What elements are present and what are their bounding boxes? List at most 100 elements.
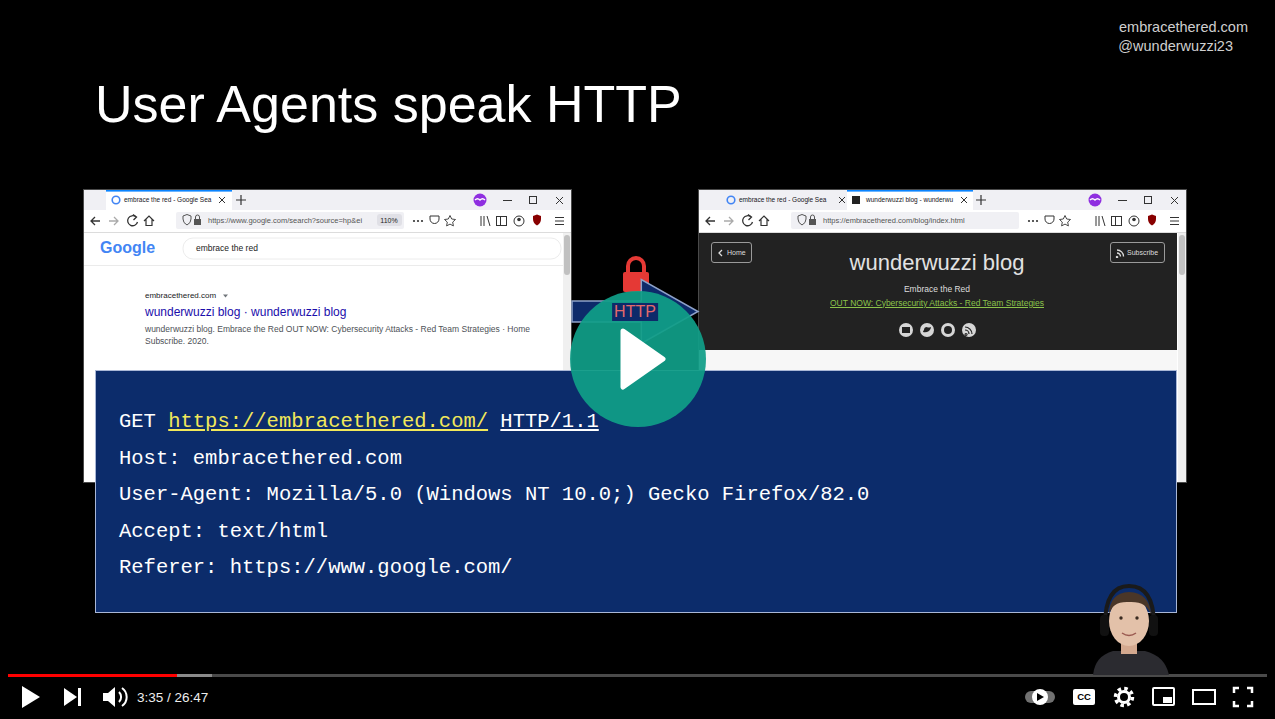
browser-chrome xyxy=(503,200,512,201)
left-browser-details xyxy=(236,195,246,205)
presenter-webcam xyxy=(1119,616,1122,619)
left-browser-details xyxy=(84,265,563,266)
search-query: embrace the red xyxy=(196,243,258,254)
google-logo: Google xyxy=(100,238,155,258)
browser-chrome xyxy=(194,219,201,225)
lock-icon xyxy=(628,258,644,273)
presenter-webcam xyxy=(1122,633,1136,636)
url-text: https://embracethered.com/blog/index.htm… xyxy=(823,216,965,225)
url-text: https://www.google.com/search?source=hp&… xyxy=(208,216,362,225)
browser-chrome xyxy=(176,212,404,229)
video-time: 3:35 / 26:47 xyxy=(137,689,208,706)
icon-shape xyxy=(719,250,722,256)
presenter-webcam xyxy=(1135,616,1138,619)
presenter-webcam xyxy=(1109,592,1151,615)
browser-chrome xyxy=(514,216,524,226)
presenter-webcam xyxy=(1081,576,1181,675)
icon-shape xyxy=(1116,250,1123,258)
right-browser-details xyxy=(847,190,973,192)
result-snippet: wunderwuzzi blog. Embrace the Red OUT NO… xyxy=(145,323,535,347)
http-header: Accept: text/html xyxy=(119,520,328,544)
left-browser-details xyxy=(112,196,120,204)
slide-title: User Agents speak HTTP xyxy=(95,72,682,137)
left-browser-details xyxy=(377,214,402,226)
left-browser-details xyxy=(106,191,232,210)
video-controls xyxy=(1073,689,1095,705)
video-controls xyxy=(1116,689,1133,706)
browser-chrome xyxy=(481,216,490,226)
right-browser-details xyxy=(902,327,910,333)
browser-chrome xyxy=(475,199,485,200)
browser-chrome xyxy=(556,197,563,204)
browser-chrome xyxy=(413,220,415,222)
right-browser-details xyxy=(727,196,735,204)
browser-chrome xyxy=(133,215,137,221)
browser-chrome xyxy=(196,215,200,219)
right-browser-details xyxy=(923,327,931,332)
blog-link: OUT NOW: Cybersecurity Attacks - Red Tea… xyxy=(830,298,1044,309)
right-browser-details xyxy=(899,323,913,337)
presenter-webcam xyxy=(1100,615,1109,636)
left-browser-details xyxy=(106,190,232,192)
watermark: embracethered.com xyxy=(1119,18,1248,36)
browser-chrome xyxy=(497,217,507,226)
presenter-webcam xyxy=(1093,651,1169,675)
left-browser-details xyxy=(183,238,561,259)
browser-chrome xyxy=(533,215,541,226)
right-browser-details xyxy=(962,323,976,337)
button-label: Subscribe xyxy=(1127,248,1158,257)
browser-chrome xyxy=(84,232,571,233)
http-header: Host: embracethered.com xyxy=(119,447,402,471)
browser-chrome xyxy=(517,218,521,222)
play-button xyxy=(623,331,663,387)
right-browser-details xyxy=(839,197,845,203)
button-label: Home xyxy=(727,248,746,257)
captions-icon-label: CC xyxy=(1077,691,1091,703)
http-url: https://embracethered.com/ xyxy=(168,410,488,434)
tab-title: wunderwuzzi blog - wunderwu xyxy=(866,196,953,204)
home-button: Home xyxy=(711,242,752,263)
browser-chrome xyxy=(530,197,537,204)
browser-chrome xyxy=(445,216,456,226)
browser-chrome xyxy=(474,194,487,207)
play-button xyxy=(570,291,706,427)
http-request-panel: GEThttps://embracethered.com/HTTP/1.1Hos… xyxy=(95,370,1177,613)
rss-icon xyxy=(1115,248,1125,258)
blog-title: wunderwuzzi blog xyxy=(850,249,1025,277)
video-progress-bar xyxy=(8,674,177,677)
presenter-webcam xyxy=(1105,586,1154,625)
browser-chrome xyxy=(144,216,154,226)
edge-label: HTTP xyxy=(612,303,658,321)
video-controls xyxy=(1234,688,1252,706)
presenter-webcam xyxy=(1149,615,1158,636)
browser-chrome xyxy=(417,220,419,222)
video-controls xyxy=(1153,688,1174,705)
video-controls xyxy=(1032,689,1048,705)
video-controls xyxy=(103,687,115,707)
browser-chrome xyxy=(430,216,439,224)
result-url: embracethered.com xyxy=(145,291,216,301)
result-title: wunderwuzzi blog · wunderwuzzi blog xyxy=(145,305,346,320)
left-browser-details xyxy=(223,295,228,298)
video-controls xyxy=(78,688,81,706)
right-browser-details xyxy=(852,196,860,204)
video-controls xyxy=(64,688,77,706)
browser-chrome xyxy=(109,217,118,225)
left-browser-details xyxy=(84,190,563,298)
video-progress-bar xyxy=(8,674,212,677)
http-header: Referer: https://www.google.com/ xyxy=(119,556,513,580)
video-controls xyxy=(119,688,127,706)
chevron-icon xyxy=(716,248,726,258)
right-browser-details xyxy=(976,195,986,205)
browser-chrome xyxy=(555,218,564,225)
http-version: HTTP/1.1 xyxy=(500,410,598,434)
video-controls xyxy=(22,686,1252,708)
browser-chrome xyxy=(84,190,571,210)
browser-chrome xyxy=(421,220,423,222)
right-browser-details xyxy=(941,323,955,337)
watermark: @wunderwuzzi23 xyxy=(1118,37,1233,55)
video-controls xyxy=(1193,690,1215,704)
video-progress-bar xyxy=(8,674,1267,677)
browser-chrome xyxy=(500,217,501,226)
